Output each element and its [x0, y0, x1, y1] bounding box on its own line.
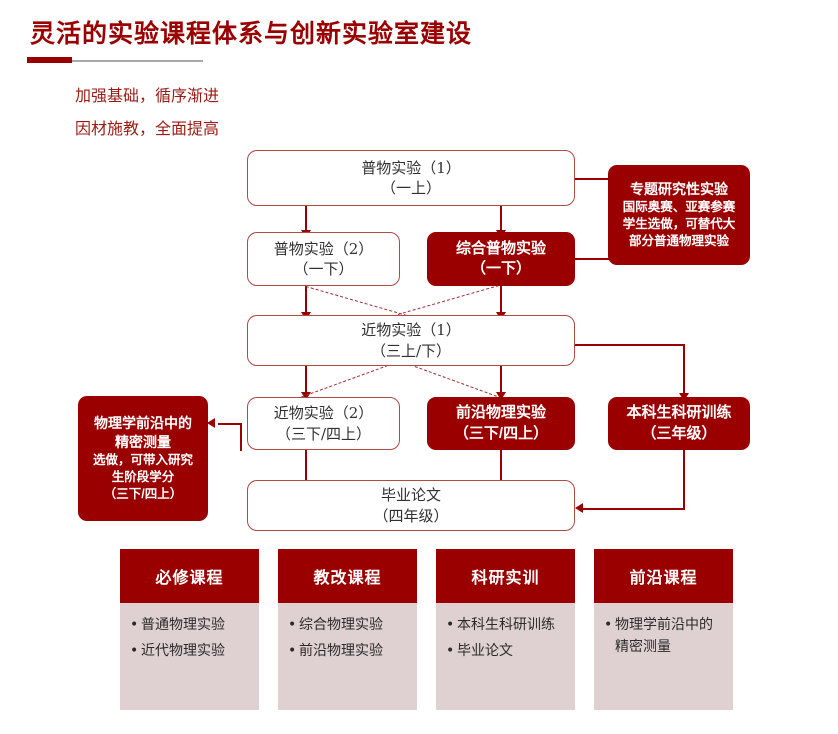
connector-dashed-jinwu1-left — [301, 365, 388, 398]
connector-jinwu1-down-benke — [683, 344, 685, 398]
category-card-bixiu[interactable]: 必修课程 普通物理实验 近代物理实验 — [120, 549, 259, 710]
flow-node-lunwen[interactable]: 毕业论文 （四年级） — [247, 480, 575, 531]
flow-node-puwu2-line2: （一下） — [293, 260, 354, 278]
title-rule-accent — [27, 57, 72, 63]
connector-dashed-jinwu1-right — [414, 366, 502, 399]
flow-node-lunwen-line2: （四年级） — [373, 506, 449, 525]
flow-node-lunwen-line1: 毕业论文 — [380, 486, 441, 505]
connector-dashed-zonghe-cross — [397, 285, 499, 315]
flow-node-qianyan-jingmi[interactable]: 物理学前沿中的 精密测量 选做，可带入研究 生阶段学分 （三下/四上） — [78, 396, 208, 521]
list-item: 前沿物理实验 — [288, 641, 407, 663]
list-item: 物理学前沿中的 精密测量 — [604, 615, 723, 658]
connector-puwu1-zonghe — [500, 205, 502, 233]
category-card-jiaogai[interactable]: 教改课程 综合物理实验 前沿物理实验 — [278, 549, 417, 710]
flow-node-zhuanti-line2: 国际奥赛、亚赛参赛 — [622, 200, 736, 215]
flow-node-puwu1[interactable]: 普物实验（1） （一上） — [247, 150, 575, 206]
arrowhead-lunwen-right — [575, 503, 583, 513]
connector-benke-down — [683, 450, 685, 510]
connector-dashed-puwu2-cross — [305, 286, 407, 316]
connector-qianyan-lunwen — [500, 450, 502, 480]
connector-jinwu1-right-run — [575, 344, 685, 346]
subtitle-line-1: 加强基础，循序渐进 — [75, 86, 220, 105]
list-item: 综合物理实验 — [288, 615, 407, 637]
category-card-qianyan-title: 前沿课程 — [594, 549, 733, 603]
connector-zonghe-zhuanti — [575, 258, 610, 260]
connector-jinwu1-qianyan — [500, 365, 502, 397]
flow-node-zonghe-line2: （一下） — [470, 260, 531, 277]
flow-node-puwu1-line1: 普物实验（1） — [361, 158, 461, 177]
flow-node-qianyan-jingmi-line5: （三下/四上） — [103, 486, 183, 501]
flow-node-qianyan-line2: （三下/四上） — [453, 424, 549, 442]
connector-jinwu1-jinwu2 — [305, 365, 307, 397]
category-card-qianyan-body: 物理学前沿中的 精密测量 — [594, 603, 733, 710]
flow-node-benke-line1: 本科生科研训练 — [626, 404, 732, 422]
flow-node-benke-line2: （三年级） — [641, 424, 717, 442]
flow-node-jinwu1-line1: 近物实验（1） — [361, 321, 461, 340]
flow-node-qianyan-jingmi-line1: 物理学前沿中的 — [94, 415, 192, 432]
flow-node-puwu1-line2: （一上） — [380, 179, 441, 197]
category-card-bixiu-body: 普通物理实验 近代物理实验 — [120, 603, 259, 710]
connector-zonghe-jinwu1 — [500, 285, 502, 317]
category-card-keyan-title: 科研实训 — [436, 549, 575, 603]
flow-node-jinwu2-line2: （三下/四上） — [275, 424, 372, 443]
connector-jinwu2-lunwen — [305, 450, 307, 480]
flow-node-jinwu1[interactable]: 近物实验（1） （三上/下） — [247, 315, 575, 366]
flow-node-qianyan-line1: 前沿物理实验 — [455, 404, 546, 422]
title-rule-thin — [28, 60, 203, 62]
list-item: 本科生科研训练 — [446, 615, 565, 637]
arrowhead-jinwu2 — [301, 392, 311, 400]
connector-puwu2-jinwu1 — [305, 285, 307, 317]
connector-jinwu2-left-down — [240, 423, 242, 451]
flow-node-zhuanti-line1: 专题研究性实验 — [630, 181, 728, 198]
flow-node-zhuanti-line3: 学生选做，可替代大 — [622, 217, 736, 231]
flow-node-qianyan-jingmi-line2: 精密测量 — [115, 434, 171, 451]
category-card-keyan-body: 本科生科研训练 毕业论文 — [436, 603, 575, 710]
flow-node-jinwu1-line2: （三上/下） — [370, 341, 452, 360]
list-item: 近代物理实验 — [130, 641, 249, 663]
flow-node-zonghe[interactable]: 综合普物实验 （一下） — [427, 232, 575, 286]
flow-node-qianyan-jingmi-line3: 选做，可带入研究 — [92, 453, 193, 468]
connector-puwu1-puwu2 — [305, 205, 307, 233]
arrowhead-qianyan-jingmi — [207, 418, 215, 428]
connector-puwu1-zhuanti — [575, 178, 610, 180]
category-card-jiaogai-title: 教改课程 — [278, 549, 417, 603]
flow-node-benke[interactable]: 本科生科研训练 （三年级） — [608, 397, 750, 450]
category-card-jiaogai-body: 综合物理实验 前沿物理实验 — [278, 603, 417, 710]
subtitle-line-2: 因材施教，全面提高 — [75, 119, 220, 138]
category-card-qianyan[interactable]: 前沿课程 物理学前沿中的 精密测量 — [594, 549, 733, 710]
flow-node-puwu2[interactable]: 普物实验（2） （一下） — [247, 232, 400, 286]
flow-node-qianyan-jingmi-line4: 生阶段学分 — [111, 469, 175, 484]
flow-node-puwu2-line1: 普物实验（2） — [273, 239, 374, 258]
flow-node-qianyan[interactable]: 前沿物理实验 （三下/四上） — [427, 397, 575, 450]
page-title: 灵活的实验课程体系与创新实验室建设 — [30, 20, 473, 48]
category-card-bixiu-title: 必修课程 — [120, 549, 259, 603]
flow-node-jinwu2[interactable]: 近物实验（2） （三下/四上） — [247, 397, 400, 450]
category-card-keyan[interactable]: 科研实训 本科生科研训练 毕业论文 — [436, 549, 575, 710]
connector-benke-lunwen-run — [582, 508, 685, 510]
list-item: 普通物理实验 — [130, 615, 249, 637]
flow-node-zhuanti[interactable]: 专题研究性实验 国际奥赛、亚赛参赛 学生选做，可替代大 部分普通物理实验 — [608, 165, 750, 265]
arrowhead-qianyan — [496, 392, 506, 400]
flow-node-zhuanti-line4: 部分普通物理实验 — [628, 233, 729, 248]
flow-node-jinwu2-line1: 近物实验（2） — [273, 404, 374, 423]
list-item: 毕业论文 — [446, 641, 565, 663]
connector-jinwu2-qianyanjm-run — [218, 423, 242, 425]
flow-node-zonghe-line1: 综合普物实验 — [455, 239, 546, 257]
